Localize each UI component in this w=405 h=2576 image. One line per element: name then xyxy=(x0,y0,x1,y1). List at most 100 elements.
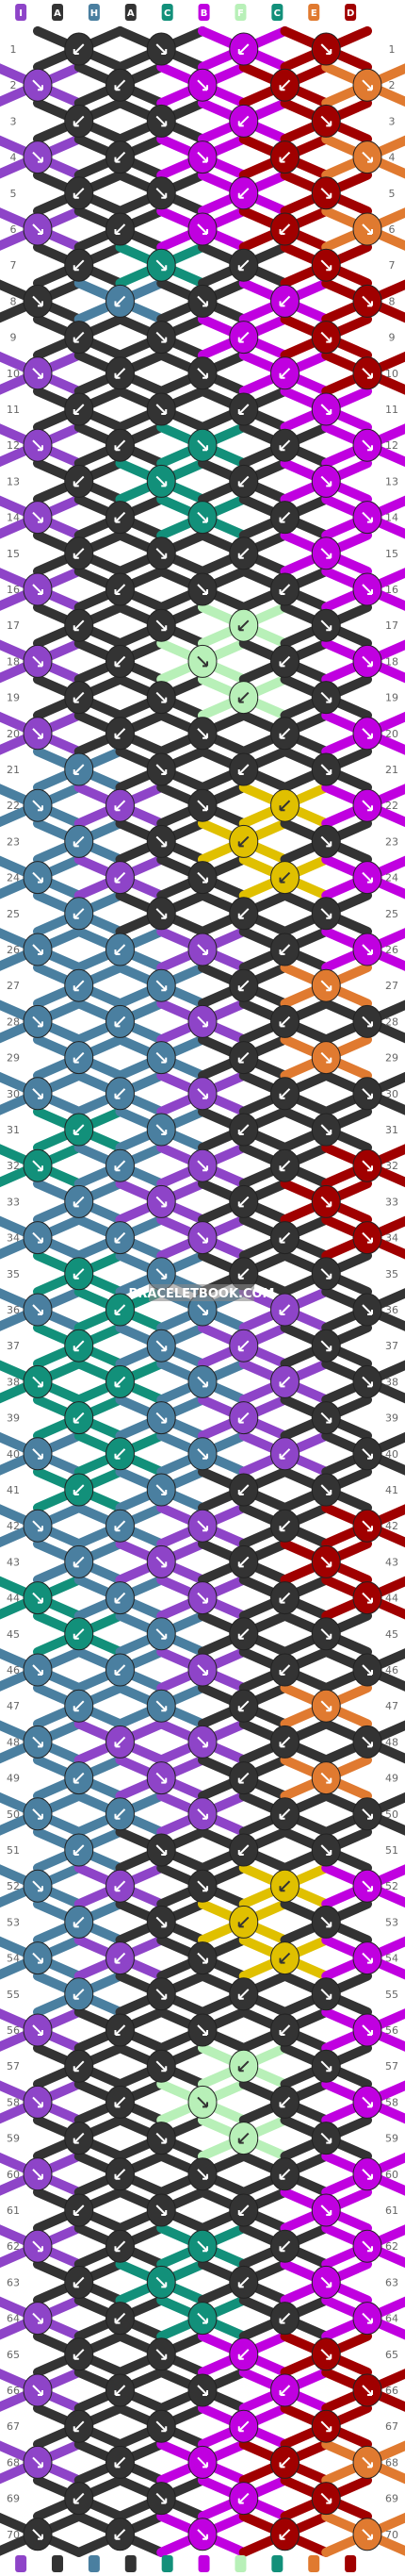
row-number-left: 41 xyxy=(7,1484,20,1496)
knot-arrow-icon xyxy=(32,79,43,91)
knot-arrow-icon xyxy=(279,439,291,452)
row-number-left: 34 xyxy=(7,1232,20,1245)
knot-arrow-icon xyxy=(362,1592,373,1604)
knot-arrow-icon xyxy=(155,475,168,487)
knot-arrow-icon xyxy=(279,2312,291,2324)
row-number-left: 58 xyxy=(7,2096,20,2108)
knot-arrow-icon xyxy=(73,1412,85,1424)
knot-arrow-icon xyxy=(73,1844,85,1856)
row-number-left: 13 xyxy=(7,475,20,487)
knot-arrow-icon xyxy=(362,2096,373,2108)
knot-arrow-icon xyxy=(197,728,208,739)
row-number-right: 42 xyxy=(385,1520,398,1532)
row-number-right: 44 xyxy=(385,1593,398,1605)
knot-arrow-icon xyxy=(279,1016,291,1028)
knot-arrow-icon xyxy=(320,1196,332,1208)
row-number-right: 40 xyxy=(385,1448,398,1461)
knot-arrow-icon xyxy=(197,1880,208,1892)
row-number-left: 24 xyxy=(7,872,20,884)
strand-label-box xyxy=(15,4,27,21)
row-number-left: 63 xyxy=(7,2276,20,2288)
knot-arrow-icon xyxy=(197,2529,208,2540)
row-number-left: 67 xyxy=(7,2420,20,2433)
knot-arrow-icon xyxy=(279,1880,291,1892)
knot-arrow-icon xyxy=(73,1268,85,1280)
row-number-left: 38 xyxy=(7,1376,20,1388)
row-number-right: 46 xyxy=(385,1664,398,1676)
row-number-left: 64 xyxy=(7,2313,20,2325)
row-number-left: 50 xyxy=(7,1808,20,1821)
strand-label: C xyxy=(164,8,170,19)
knot-arrow-icon xyxy=(32,1376,43,1388)
knot-arrow-icon xyxy=(237,2276,250,2288)
knot-arrow-icon xyxy=(32,2529,43,2540)
row-number-left: 53 xyxy=(7,1916,20,1928)
strand-label-box xyxy=(52,4,64,21)
row-number-right: 19 xyxy=(385,692,398,704)
knot-arrow-icon xyxy=(279,800,291,812)
knot-arrow-icon xyxy=(279,2240,291,2253)
knot-arrow-icon xyxy=(32,2169,43,2180)
row-number-left: 40 xyxy=(7,1448,20,1461)
row-number-right: 11 xyxy=(385,404,398,416)
row-number-right: 38 xyxy=(385,1376,398,1388)
knot-arrow-icon xyxy=(362,368,373,379)
knot-arrow-icon xyxy=(197,2240,208,2253)
knot-arrow-icon xyxy=(73,2132,85,2144)
knot-arrow-icon xyxy=(362,1016,373,1028)
knot-arrow-icon xyxy=(73,1484,85,1495)
knot-arrow-icon xyxy=(155,2349,168,2360)
knot-arrow-icon xyxy=(362,79,373,91)
knot-arrow-icon xyxy=(197,1952,208,1964)
knot-arrow-icon xyxy=(320,188,332,199)
knot-arrow-icon xyxy=(362,944,373,955)
row-number-right: 60 xyxy=(385,2169,398,2181)
knot-arrow-icon xyxy=(320,619,332,632)
knot-arrow-icon xyxy=(279,2529,291,2540)
knot-arrow-icon xyxy=(155,259,168,272)
knot-arrow-icon xyxy=(279,584,291,595)
row-number-right: 64 xyxy=(385,2313,398,2325)
row-number-right: 53 xyxy=(385,1916,398,1928)
row-number-left: 43 xyxy=(7,1556,20,1568)
row-number-right: 43 xyxy=(385,1556,398,1568)
knot-arrow-icon xyxy=(237,1268,250,1280)
knot-arrow-icon xyxy=(155,2276,168,2288)
row-number-left: 17 xyxy=(7,619,20,632)
knot-arrow-icon xyxy=(237,115,250,127)
knot-arrow-icon xyxy=(73,835,85,848)
strand-label: A xyxy=(127,8,135,19)
strand-label-box xyxy=(124,4,137,21)
knot-arrow-icon xyxy=(114,151,126,163)
knot-arrow-icon xyxy=(155,1484,168,1495)
row-number-left: 7 xyxy=(10,259,17,272)
knot-arrow-icon xyxy=(73,2349,85,2360)
strand-label-box-bottom xyxy=(88,2555,100,2572)
knot-arrow-icon xyxy=(114,1880,126,1892)
knot-arrow-icon xyxy=(362,2529,373,2540)
strand-label-box-bottom xyxy=(15,2555,27,2572)
row-number-left: 15 xyxy=(7,548,20,560)
row-number-left: 1 xyxy=(10,43,17,56)
knot-arrow-icon xyxy=(32,1808,43,1820)
row-number-right: 39 xyxy=(385,1412,398,1425)
row-number-right: 66 xyxy=(385,2385,398,2397)
knot-arrow-icon xyxy=(237,259,250,272)
knot-arrow-icon xyxy=(237,2060,250,2072)
knot-arrow-icon xyxy=(32,655,43,668)
knot-arrow-icon xyxy=(155,1051,168,1064)
knot-arrow-icon xyxy=(237,1916,250,1928)
knot-arrow-icon xyxy=(114,2312,126,2324)
knot-arrow-icon xyxy=(279,944,291,955)
knot-arrow-icon xyxy=(155,115,168,127)
knot-arrow-icon xyxy=(32,2312,43,2324)
knot-arrow-icon xyxy=(237,188,250,199)
row-number-left: 8 xyxy=(10,295,17,307)
knot-arrow-icon xyxy=(73,188,85,199)
knot-arrow-icon xyxy=(197,1808,208,1820)
row-number-right: 58 xyxy=(385,2096,398,2108)
row-number-left: 27 xyxy=(7,980,20,992)
knot-arrow-icon xyxy=(197,1088,208,1099)
knot-arrow-icon xyxy=(320,1268,332,1280)
